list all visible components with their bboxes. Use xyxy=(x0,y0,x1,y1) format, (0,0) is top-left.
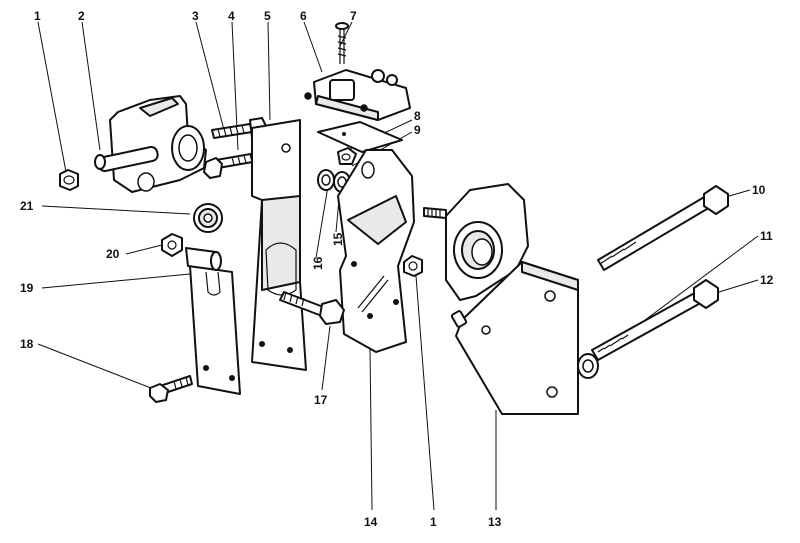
leader-lines xyxy=(37,21,759,511)
part-1-nut-left xyxy=(59,169,79,191)
callout-16: 16 xyxy=(311,256,325,270)
part-11-washer xyxy=(577,353,599,379)
callout-labels: 1 2 3 4 5 6 7 8 9 10 11 12 13 14 1 15 16… xyxy=(20,9,774,529)
part-20-nut xyxy=(161,233,183,257)
callout-14: 14 xyxy=(364,515,378,529)
callout-7: 7 xyxy=(350,9,357,23)
part-8-insulator-plate xyxy=(317,121,403,153)
part-13-main-bracket xyxy=(445,183,579,415)
spacer-roller xyxy=(185,247,222,271)
part-17-bolt xyxy=(279,291,345,325)
callout-8: 8 xyxy=(414,109,421,123)
callout-15: 15 xyxy=(331,232,345,246)
callout-10: 10 xyxy=(752,183,766,197)
callout-5: 5 xyxy=(264,9,271,23)
part-1-nut-right xyxy=(403,255,423,277)
callout-17: 17 xyxy=(314,393,328,407)
callout-4: 4 xyxy=(228,9,235,23)
part-18-bolt xyxy=(149,375,193,403)
callout-18: 18 xyxy=(20,337,34,351)
part-19-small-plate xyxy=(189,265,241,395)
part-5-mounting-plate xyxy=(251,119,307,371)
part-9-washer-nut xyxy=(337,147,357,165)
part-6-switch-block xyxy=(304,69,411,121)
callout-19: 19 xyxy=(20,281,34,295)
callout-20: 20 xyxy=(106,247,120,261)
part-16-lock-washer xyxy=(317,169,335,191)
callout-12: 12 xyxy=(760,273,774,287)
callout-9: 9 xyxy=(414,123,421,137)
part-2-pivot-bracket xyxy=(94,95,207,193)
part-10-long-bolt xyxy=(597,185,729,271)
part-14-actuator-plate xyxy=(337,149,415,353)
stud-short xyxy=(423,207,447,219)
callout-2: 2 xyxy=(78,9,85,23)
callout-3: 3 xyxy=(192,9,199,23)
part-7-small-screw xyxy=(335,22,349,64)
callout-1: 1 xyxy=(34,9,41,23)
callout-6: 6 xyxy=(300,9,307,23)
callout-11: 11 xyxy=(760,229,773,243)
callout-13: 13 xyxy=(488,515,502,529)
callout-21: 21 xyxy=(20,199,34,213)
part-21-bearing xyxy=(193,203,223,233)
part-12-long-bolt xyxy=(591,279,719,361)
callout-1-lower: 1 xyxy=(430,515,437,529)
